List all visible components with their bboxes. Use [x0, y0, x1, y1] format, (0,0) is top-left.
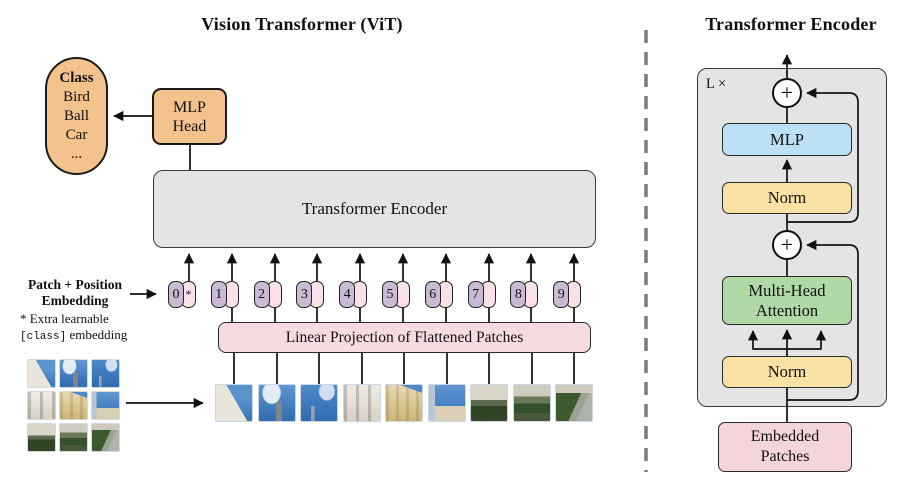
input-image-cell-9: [91, 423, 120, 452]
class-item-ball: Ball: [64, 107, 89, 124]
multi-head-attention-box: Multi-Head Attention: [722, 276, 852, 325]
class-embedding-footnote: * Extra learnable [class] embedding: [20, 311, 160, 345]
token-3: 3: [296, 281, 326, 308]
position-index-pill: 4: [339, 281, 356, 308]
position-index-pill: 2: [253, 281, 270, 308]
image-patch-7: [470, 384, 508, 422]
token-4: 4: [339, 281, 369, 308]
input-image-grid: [27, 359, 122, 454]
mlp-box: MLP: [722, 123, 852, 156]
patch-to-projection-lines: [233, 353, 575, 384]
loop-count-label: L ×: [706, 76, 727, 92]
token-to-encoder-arrows: [183, 253, 580, 281]
right-panel-title: Transformer Encoder: [705, 14, 877, 34]
class-output-pill: Class Bird Ball Car ...: [45, 57, 108, 175]
image-patch-9: [555, 384, 593, 422]
class-pill-header: Class: [59, 69, 94, 86]
token-5: 5: [382, 281, 412, 308]
position-index-pill: 9: [553, 281, 570, 308]
input-image-cell-3: [91, 359, 120, 388]
image-patch-4: [342, 384, 381, 422]
footnote-line1: * Extra learnable: [20, 311, 109, 326]
input-image-cell-4: [27, 391, 56, 420]
input-image-cell-7: [27, 423, 56, 452]
left-panel-title: Vision Transformer (ViT): [201, 14, 403, 34]
token-2: 2: [253, 281, 284, 308]
embedded-patches-box: Embedded Patches: [718, 422, 852, 472]
mlp-head-line2: Head: [172, 117, 207, 135]
norm-box-lower: Norm: [722, 356, 852, 388]
mlp-head-line1: MLP: [173, 98, 206, 116]
norm-box-upper: Norm: [722, 182, 852, 214]
class-item-ellipsis: ...: [70, 145, 83, 162]
position-index-pill: 5: [382, 281, 398, 308]
image-patch-5: [385, 384, 423, 422]
footnote-line2: [class] embedding: [20, 327, 128, 343]
token-8: 8: [510, 281, 540, 308]
class-item-car: Car: [65, 126, 88, 143]
image-patch-2: [257, 384, 296, 422]
upper-residual-connection: [787, 87, 859, 223]
input-image-cell-8: [59, 423, 88, 452]
transformer-encoder-bar-label: Transformer Encoder: [301, 199, 448, 218]
position-index-pill: 1: [210, 281, 227, 308]
patch-position-embedding-label: Patch + Position Embedding: [28, 277, 122, 308]
residual-add-icon: +: [772, 78, 802, 108]
image-patch-8: [512, 384, 551, 422]
class-token-code: [class]: [20, 331, 67, 343]
position-index-pill: 0: [168, 281, 184, 308]
input-image-cell-1: [27, 359, 56, 388]
image-patch-3: [300, 384, 338, 422]
input-image-cell-2: [59, 359, 88, 388]
norm-to-mha-arrow-left: [747, 330, 787, 350]
image-patch-1: [215, 384, 253, 422]
token-0: *0: [168, 281, 198, 308]
input-image-cell-6: [91, 391, 120, 420]
input-image-cell-5: [59, 391, 88, 420]
transformer-encoder-bar: Transformer Encoder: [153, 170, 596, 248]
token-7: 7: [467, 281, 498, 308]
linear-projection-box: Linear Projection of Flattened Patches: [218, 322, 591, 353]
class-item-bird: Bird: [63, 88, 90, 105]
lower-residual-connection: [787, 239, 859, 401]
token-to-projection-lines: [231, 308, 575, 322]
position-index-pill: 7: [467, 281, 484, 308]
position-index-pill: 8: [510, 281, 527, 308]
position-index-pill: 6: [424, 281, 441, 308]
residual-add-icon: +: [772, 230, 802, 260]
token-9: 9: [553, 281, 583, 308]
image-patch-6: [427, 384, 466, 422]
norm-to-mha-arrow-right: [787, 330, 827, 350]
position-index-pill: 3: [296, 281, 313, 308]
token-1: 1: [210, 281, 241, 308]
mlp-head-box: MLP Head: [152, 88, 227, 145]
token-6: 6: [424, 281, 455, 308]
